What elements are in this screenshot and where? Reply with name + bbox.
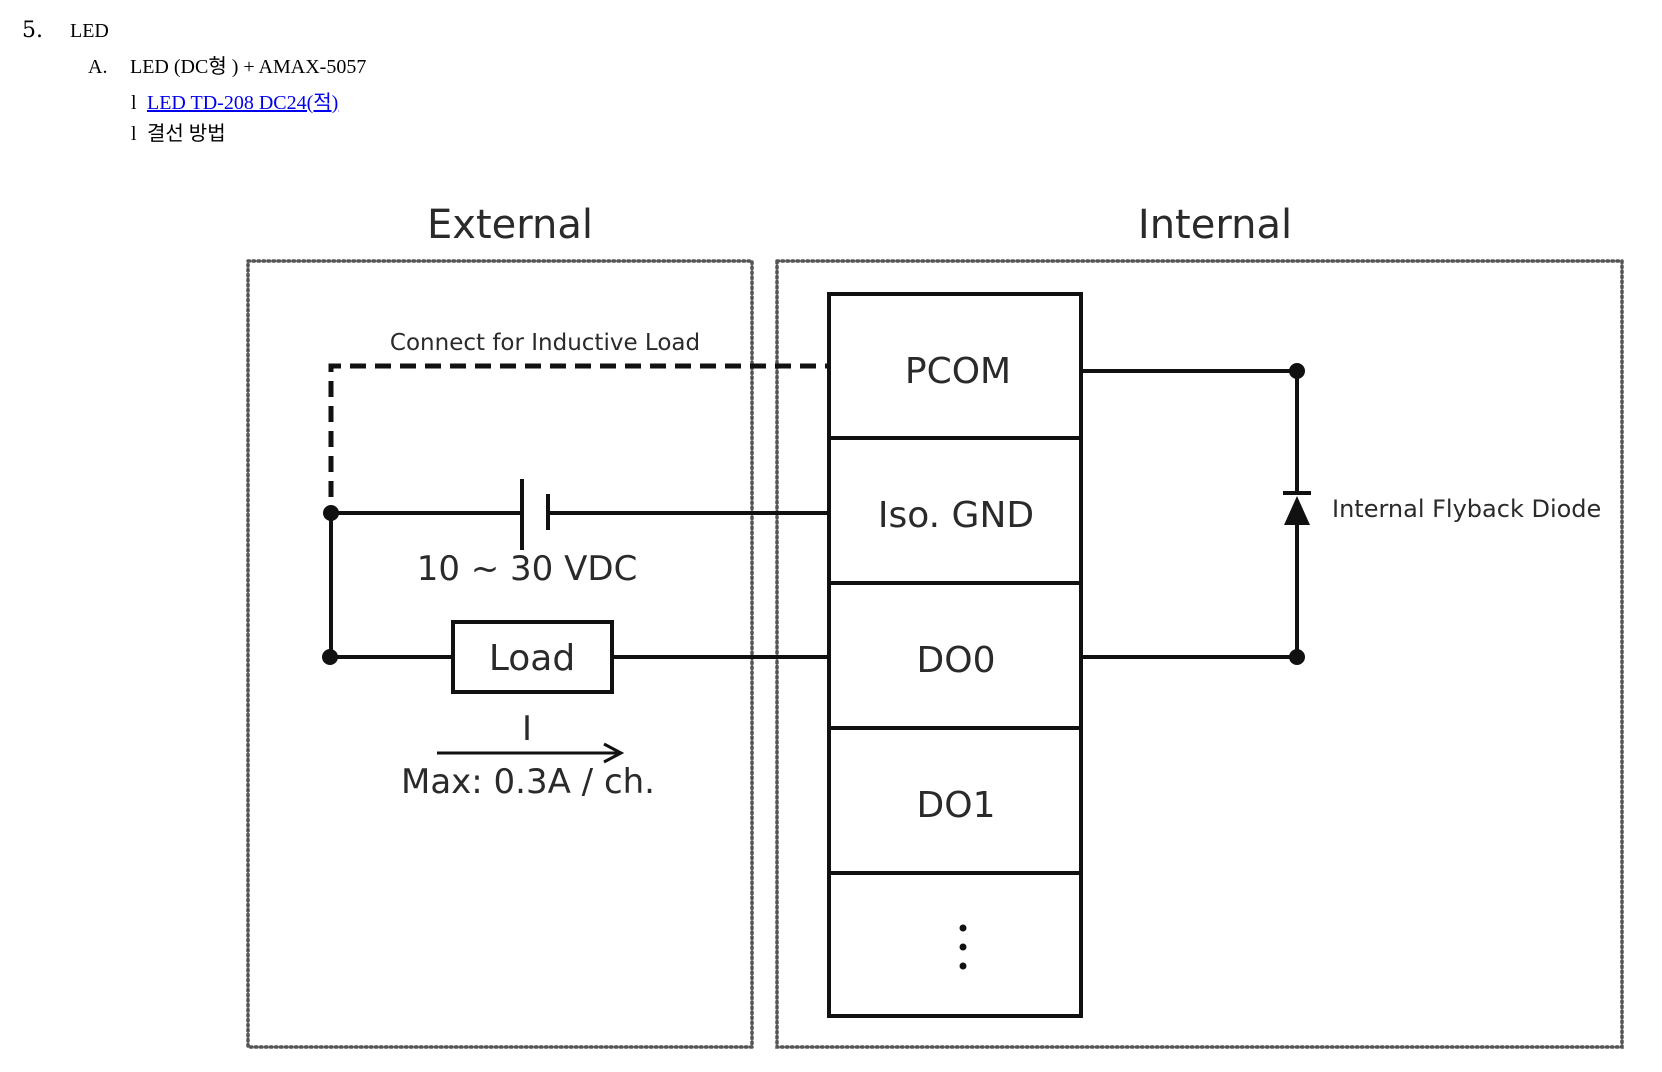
terminal-label-iso-gnd: Iso. GND	[878, 495, 1034, 536]
section-number: 5.	[22, 18, 43, 43]
section-heading: 5. LED	[22, 19, 109, 43]
terminal-cell-more	[827, 871, 1083, 1018]
junction-node-do0-internal	[1289, 649, 1305, 665]
junction-node-pcom-internal	[1289, 363, 1305, 379]
wiring-method-label: 결선 방법	[147, 123, 226, 145]
diode-label: Internal Flyback Diode	[1332, 495, 1601, 523]
external-label: External	[427, 202, 593, 248]
diode-icon	[1283, 491, 1311, 525]
subsection-heading: A. LED (DC형 ) + AMAX-5057	[88, 55, 366, 79]
terminal-label-do1: DO1	[917, 785, 996, 826]
list-item: l LED TD-208 DC24(적)	[131, 91, 338, 115]
subsection-number: A.	[88, 56, 108, 78]
load-label: Load	[489, 638, 575, 679]
current-symbol: I	[522, 709, 532, 749]
inductive-load-note: Connect for Inductive Load	[390, 330, 700, 356]
junction-node-iso-gnd	[323, 505, 339, 521]
list-item: l 결선 방법	[131, 122, 226, 146]
junction-node-do0	[322, 649, 338, 665]
terminal-label-pcom: PCOM	[905, 351, 1011, 392]
internal-label: Internal	[1138, 202, 1292, 248]
supply-voltage-label: 10 ~ 30 VDC	[417, 549, 638, 589]
bullet-marker: l	[131, 123, 137, 145]
current-arrow-icon	[437, 742, 625, 764]
more-channels-ellipsis-icon	[959, 924, 967, 970]
product-link[interactable]: LED TD-208 DC24(적)	[147, 92, 339, 114]
internal-region-border	[775, 259, 1624, 1049]
battery-icon	[520, 479, 550, 550]
terminal-label-do0: DO0	[917, 640, 996, 681]
external-region-border	[246, 259, 754, 1049]
terminal-block: PCOM Iso. GND DO0 DO1	[827, 292, 1083, 1018]
inductive-load-dashed-wire	[328, 363, 829, 497]
current-limit-label: Max: 0.3A / ch.	[401, 762, 655, 802]
bullet-marker: l	[131, 92, 137, 114]
subsection-title: LED (DC형 ) + AMAX-5057	[130, 56, 367, 78]
section-title: LED	[70, 20, 109, 42]
